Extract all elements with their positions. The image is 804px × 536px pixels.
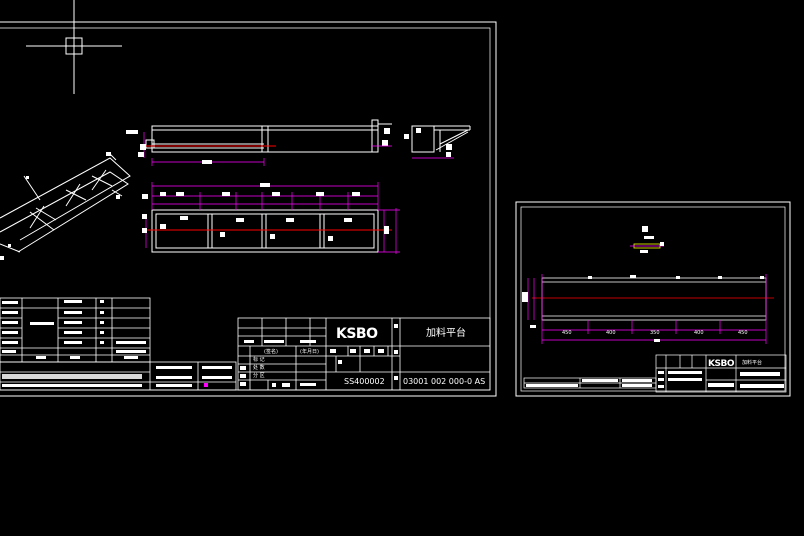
- small-sheet-plan: [541, 277, 767, 321]
- main-title-block-text: [240, 324, 398, 387]
- plan-view: [151, 209, 379, 253]
- approval-label-2: 处 数: [253, 364, 265, 371]
- approval-label-1: 标 记: [253, 356, 265, 363]
- approval-label-3: 分 区: [253, 372, 265, 379]
- small-title-block: [655, 354, 787, 393]
- header-date: (年月日): [300, 348, 319, 355]
- parts-list-text-blocks: [2, 300, 232, 387]
- front-elevation-dims: [126, 128, 392, 166]
- crosshair-cursor-icon: [26, 0, 122, 94]
- small-dim-5: 450: [738, 330, 748, 336]
- main-title-block: [237, 317, 491, 391]
- small-sheet-parts-text: [526, 379, 652, 387]
- small-title-text: [658, 371, 784, 388]
- small-dim-4: 400: [694, 330, 704, 336]
- small-dim-1: 450: [562, 330, 572, 336]
- isometric-labels: [0, 152, 120, 260]
- small-drawing-title: 加料平台: [742, 359, 762, 366]
- parts-list-table: [0, 297, 237, 391]
- header-signature: (签名): [264, 348, 278, 355]
- front-elevation-view: [145, 119, 392, 153]
- small-sheet-labels: [522, 275, 764, 342]
- side-view-dims: [404, 128, 454, 159]
- small-sheet-detail: [630, 226, 664, 253]
- main-part-number: SS400002: [344, 377, 385, 386]
- plan-view-labels: [142, 183, 389, 241]
- small-sheet-border: [515, 201, 791, 397]
- small-dim-3: 350: [650, 330, 660, 336]
- main-drawing-title: 加料平台: [426, 326, 466, 339]
- small-dim-2: 400: [606, 330, 616, 336]
- small-logo: KSBO: [708, 359, 735, 369]
- isometric-frame-view: [0, 153, 131, 253]
- main-logo: KSBO: [336, 326, 378, 342]
- side-view: [411, 125, 471, 153]
- main-drawing-number: 03001 002 000-0 AS: [403, 377, 485, 386]
